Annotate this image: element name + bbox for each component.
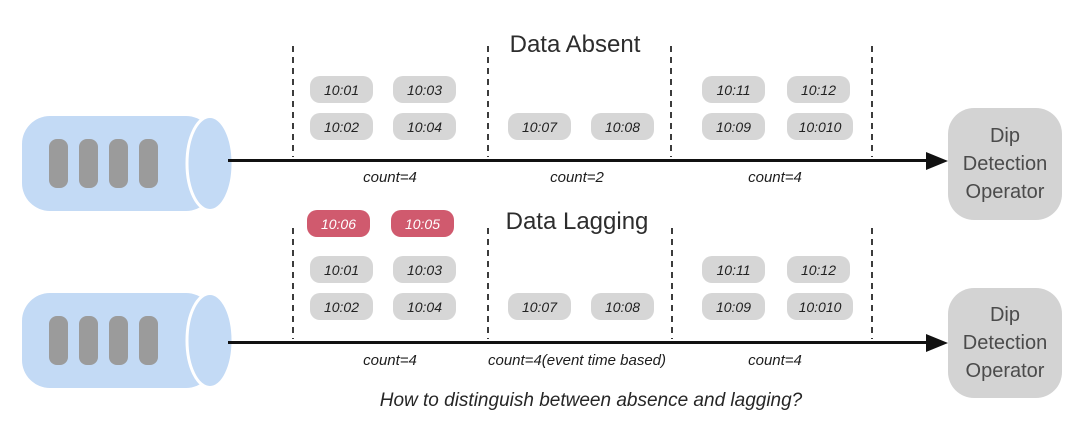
event-pill: 10:01 [310, 76, 373, 103]
event-pill: 10:12 [787, 256, 850, 283]
window-divider [292, 46, 294, 157]
dip-detection-operator-box: Dip Detection Operator [948, 288, 1062, 398]
operator-label-line: Detection [962, 153, 1048, 175]
event-pill: 10:02 [310, 113, 373, 140]
operator-label-line: Operator [965, 181, 1045, 203]
event-pill: 10:09 [702, 113, 765, 140]
event-pill: 10:03 [393, 256, 456, 283]
window-divider [670, 46, 672, 157]
window-divider [292, 228, 294, 339]
event-pill: 10:04 [393, 293, 456, 320]
event-pill: 10:07 [508, 293, 571, 320]
event-pill: 10:09 [702, 293, 765, 320]
event-pill: 10:12 [787, 76, 850, 103]
data-source-cylinder-icon [22, 292, 234, 389]
event-pill: 10:08 [591, 293, 654, 320]
event-pill: 10:010 [787, 293, 853, 320]
window-divider [871, 46, 873, 157]
window-count: count=4 [748, 352, 802, 369]
operator-label-line: Dip [989, 304, 1020, 326]
window-divider [871, 228, 873, 339]
event-pill: 10:03 [393, 76, 456, 103]
stream-arrow-head-icon [926, 152, 948, 170]
diagram-caption: How to distinguish between absence and l… [379, 390, 803, 411]
stream-arrow-head-icon [926, 334, 948, 352]
event-pill: 10:01 [310, 256, 373, 283]
window-divider [671, 228, 673, 339]
event-pill: 10:08 [591, 113, 654, 140]
window-divider [487, 46, 489, 157]
section-title-data-absent: Data Absent [509, 31, 641, 58]
event-pill: 10:11 [702, 76, 765, 103]
event-pill: 10:11 [702, 256, 765, 283]
event-pill: 10:04 [393, 113, 456, 140]
window-count: count=4 [363, 352, 417, 369]
operator-label-line: Dip [989, 125, 1020, 147]
window-count: count=4 [363, 169, 417, 186]
window-count: count=4(event time based) [487, 352, 667, 369]
event-pill: 10:010 [787, 113, 853, 140]
stream-arrow-line [228, 159, 928, 162]
window-count: count=4 [748, 169, 802, 186]
section-title-data-lagging: Data Lagging [505, 208, 649, 235]
window-divider [487, 228, 489, 339]
late-event-pill: 10:06 [307, 210, 370, 237]
stream-arrow-line [228, 341, 928, 344]
event-pill: 10:07 [508, 113, 571, 140]
window-count: count=2 [550, 169, 604, 186]
operator-label-line: Operator [965, 360, 1045, 382]
dip-detection-operator-box: Dip Detection Operator [948, 108, 1062, 220]
event-pill: 10:02 [310, 293, 373, 320]
operator-label-line: Detection [962, 332, 1048, 354]
data-source-cylinder-icon [22, 115, 234, 212]
late-event-pill: 10:05 [391, 210, 454, 237]
